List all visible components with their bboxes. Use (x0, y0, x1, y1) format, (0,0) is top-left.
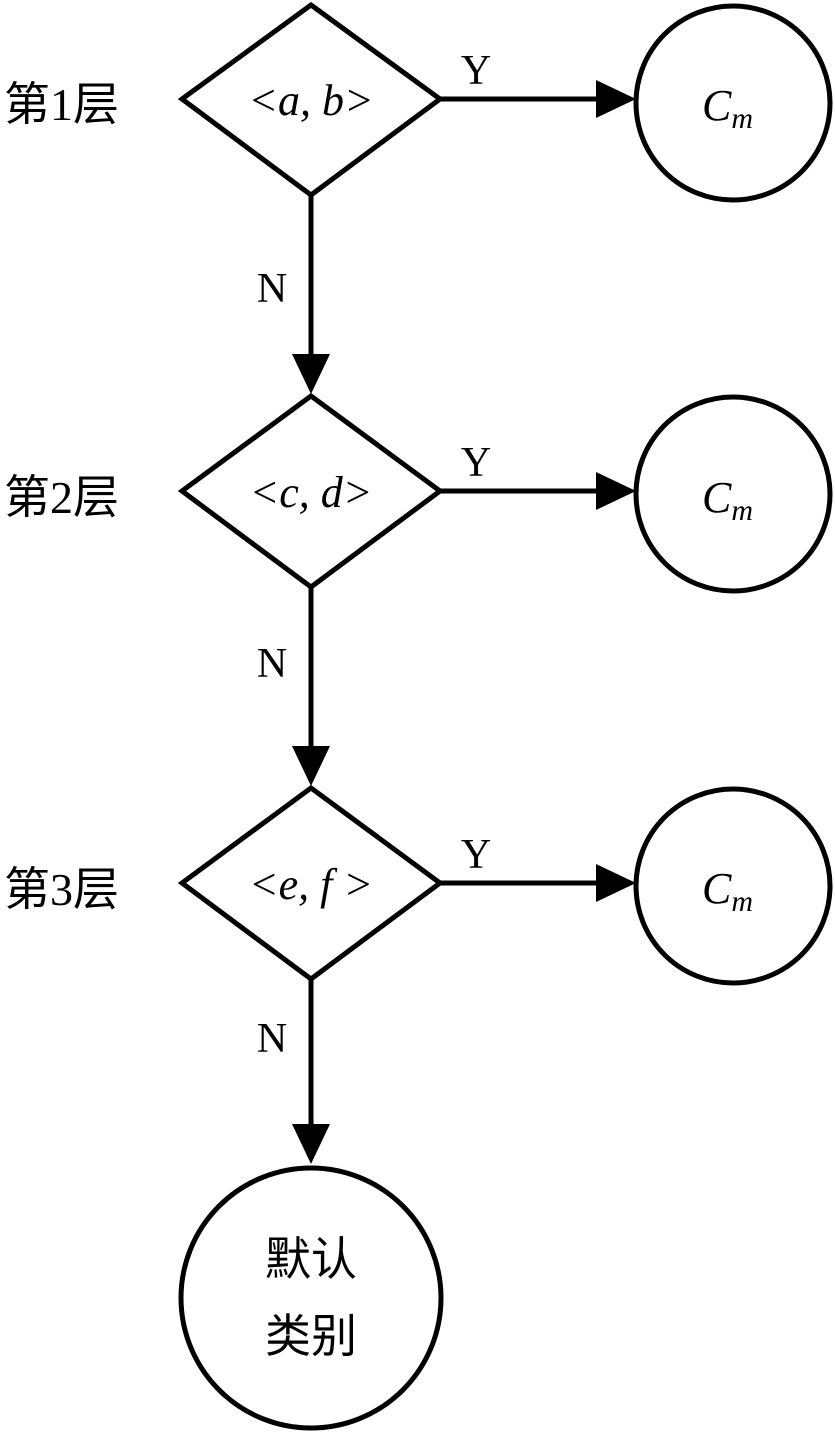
no-arrow-3-head (292, 1124, 330, 1164)
result-node-2 (633, 394, 833, 594)
yes-arrow-3-head (596, 864, 636, 902)
result-node-3-main: C (702, 864, 732, 913)
default-category-node (178, 1165, 444, 1431)
layer-3-label: 第3层 (4, 864, 119, 915)
default-category-line2: 类别 (265, 1311, 357, 1362)
result-node-2-text: Cm (702, 473, 753, 527)
result-node-3-sub: m (731, 885, 753, 918)
layer-1: 第1层 <a, b> Y Cm N (4, 1, 833, 394)
no-arrow-1-head (292, 354, 330, 394)
yes-arrow-1-head (596, 80, 636, 118)
result-node-1 (633, 3, 833, 203)
result-node-3 (633, 786, 833, 986)
default-category-line1: 默认 (265, 1234, 357, 1285)
decision-2-condition: <c, d> (250, 468, 373, 517)
result-node-1-sub: m (731, 102, 753, 135)
default-category: 默认 类别 (178, 1165, 444, 1431)
layer-1-label: 第1层 (4, 79, 119, 130)
decision-1-condition: <a, b> (248, 76, 373, 125)
no-label-1: N (257, 266, 287, 312)
result-node-3-text: Cm (702, 864, 753, 918)
layer-2-label: 第2层 (4, 472, 119, 523)
layer-2: 第2层 <c, d> Y Cm N (4, 392, 833, 786)
yes-label-1: Y (461, 48, 491, 94)
decision-3-condition: <e, f > (249, 860, 373, 909)
yes-label-3: Y (461, 832, 491, 878)
yes-label-2: Y (461, 440, 491, 486)
result-node-2-sub: m (731, 494, 753, 527)
result-node-2-main: C (702, 473, 732, 522)
result-node-1-text: Cm (702, 81, 753, 135)
no-label-3: N (257, 1016, 287, 1062)
yes-arrow-2-head (596, 472, 636, 510)
no-arrow-2-head (292, 746, 330, 786)
result-node-1-main: C (702, 81, 732, 130)
no-label-2: N (257, 641, 287, 687)
layer-3: 第3层 <e, f > Y Cm N (4, 784, 833, 1164)
